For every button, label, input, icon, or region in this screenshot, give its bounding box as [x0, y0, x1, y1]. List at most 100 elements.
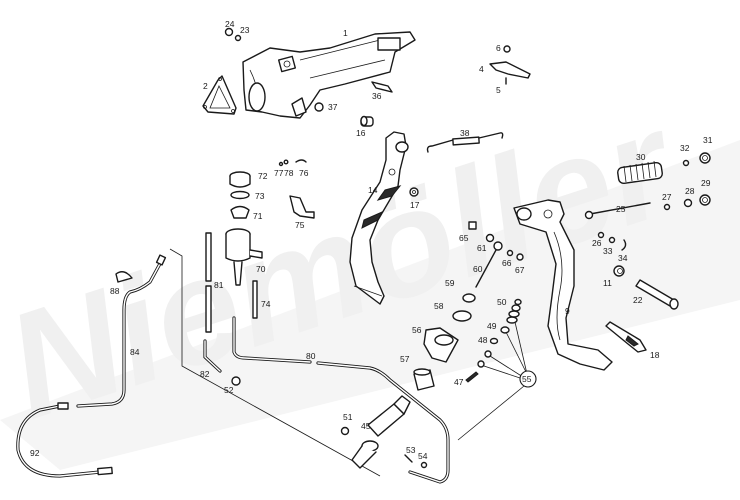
label-82: 82 [200, 369, 210, 379]
part-78-washer[interactable] [283, 159, 289, 165]
part-14-clutch-pedal[interactable] [349, 131, 409, 305]
label-37: 37 [328, 102, 338, 112]
part-28-nut[interactable] [683, 198, 693, 208]
part-72-cap[interactable] [229, 171, 251, 188]
part-34-circlip[interactable] [621, 239, 627, 251]
part-38-tension-spring[interactable] [426, 132, 504, 153]
part-76-clip[interactable] [295, 159, 307, 163]
part-45-master-cylinder[interactable] [351, 395, 411, 469]
part-26-washer[interactable] [597, 231, 605, 239]
label-60: 60 [473, 264, 483, 274]
label-26: 26 [592, 238, 602, 248]
leader-line [169, 248, 381, 477]
part-66-washer[interactable] [506, 249, 514, 257]
label-56: 56 [412, 325, 422, 335]
label-50: 50 [497, 297, 507, 307]
label-73: 73 [255, 191, 265, 201]
part-11-bushing[interactable] [613, 265, 625, 277]
part-50-dust-boot[interactable] [506, 298, 522, 324]
part-18-pedal-pad[interactable] [605, 321, 647, 353]
part-73-gasket[interactable] [230, 190, 250, 200]
part-80-pressure-line[interactable] [232, 316, 450, 484]
part-67-nut[interactable] [516, 253, 524, 261]
part-71-strainer[interactable] [230, 205, 250, 219]
label-84: 84 [130, 347, 140, 357]
part-1-pedal-bracket[interactable] [242, 31, 416, 119]
label-36: 36 [372, 91, 382, 101]
part-22-pedal-shaft[interactable] [635, 279, 679, 310]
label-76: 76 [299, 168, 309, 178]
part-52-nut[interactable] [231, 376, 241, 386]
label-88: 88 [110, 286, 120, 296]
label-78: 78 [284, 168, 294, 178]
part-75-bracket[interactable] [289, 195, 315, 219]
label-25: 25 [616, 204, 626, 214]
part-33-washer[interactable] [608, 236, 616, 244]
part-51-plug[interactable] [340, 426, 350, 436]
part-24-nut[interactable] [224, 27, 234, 37]
part-55-repair-kit[interactable] [519, 370, 537, 388]
part-25-push-rod[interactable] [584, 202, 651, 220]
part-59-ring[interactable] [462, 293, 476, 303]
label-47: 47 [454, 377, 464, 387]
part-81-hose[interactable] [205, 232, 212, 333]
label-72: 72 [258, 171, 268, 181]
part-32-washer[interactable] [682, 159, 690, 167]
part-60-push-rod[interactable] [475, 249, 497, 288]
label-38: 38 [460, 128, 470, 138]
part-2-gasket[interactable] [202, 75, 237, 115]
label-81: 81 [214, 280, 224, 290]
label-67: 67 [515, 265, 525, 275]
part-65-bolt[interactable] [468, 221, 477, 230]
label-32: 32 [680, 143, 690, 153]
part-23-washer[interactable] [234, 34, 242, 42]
part-9-brake-pedal[interactable] [513, 199, 613, 371]
part-58-seal[interactable] [452, 310, 472, 322]
part-54-nut[interactable] [420, 461, 428, 469]
part-57-sleeve[interactable] [413, 368, 435, 391]
label-65: 65 [459, 233, 469, 243]
label-49: 49 [487, 321, 497, 331]
part-17-washer[interactable] [409, 187, 419, 197]
part-36-plate[interactable] [371, 81, 393, 93]
part-31-spring-seat[interactable] [699, 152, 711, 164]
label-51: 51 [343, 412, 353, 422]
label-5: 5 [496, 85, 501, 95]
part-27-washer[interactable] [663, 203, 671, 211]
label-80: 80 [306, 351, 316, 361]
part-48-washer[interactable] [489, 337, 499, 345]
part-30-return-spring[interactable] [617, 160, 663, 185]
label-59: 59 [445, 278, 455, 288]
label-53: 53 [406, 445, 416, 455]
part-47-spring[interactable] [465, 371, 479, 383]
label-29: 29 [701, 178, 711, 188]
label-27: 27 [662, 192, 672, 202]
part-56-cylinder-bracket[interactable] [423, 327, 459, 363]
part-49-seal-ring[interactable] [500, 326, 510, 334]
label-23: 23 [240, 25, 250, 35]
part-77-screw[interactable] [278, 161, 284, 167]
part-37-nut[interactable] [314, 102, 324, 112]
part-88-clip[interactable] [115, 271, 133, 283]
label-52: 52 [224, 385, 234, 395]
label-66: 66 [502, 258, 512, 268]
label-24: 24 [225, 19, 235, 29]
part-84-pressure-line[interactable] [76, 254, 167, 408]
part-53-bolt[interactable] [404, 454, 413, 463]
label-16: 16 [356, 128, 366, 138]
label-31: 31 [703, 135, 713, 145]
part-61-clevis[interactable] [493, 241, 503, 251]
label-33: 33 [603, 246, 613, 256]
part-70-reservoir[interactable] [225, 228, 263, 286]
label-92: 92 [30, 448, 40, 458]
part-29-spring-seat[interactable] [699, 194, 711, 206]
part-6-nut[interactable] [503, 45, 511, 53]
part-92-flexible-hose[interactable] [16, 402, 113, 478]
part-74-hose[interactable] [252, 280, 258, 319]
part-16-bushing[interactable] [360, 115, 374, 127]
part-4-lever[interactable] [489, 61, 531, 79]
label-74: 74 [261, 299, 271, 309]
label-77: 77 [274, 168, 284, 178]
label-54: 54 [418, 451, 428, 461]
